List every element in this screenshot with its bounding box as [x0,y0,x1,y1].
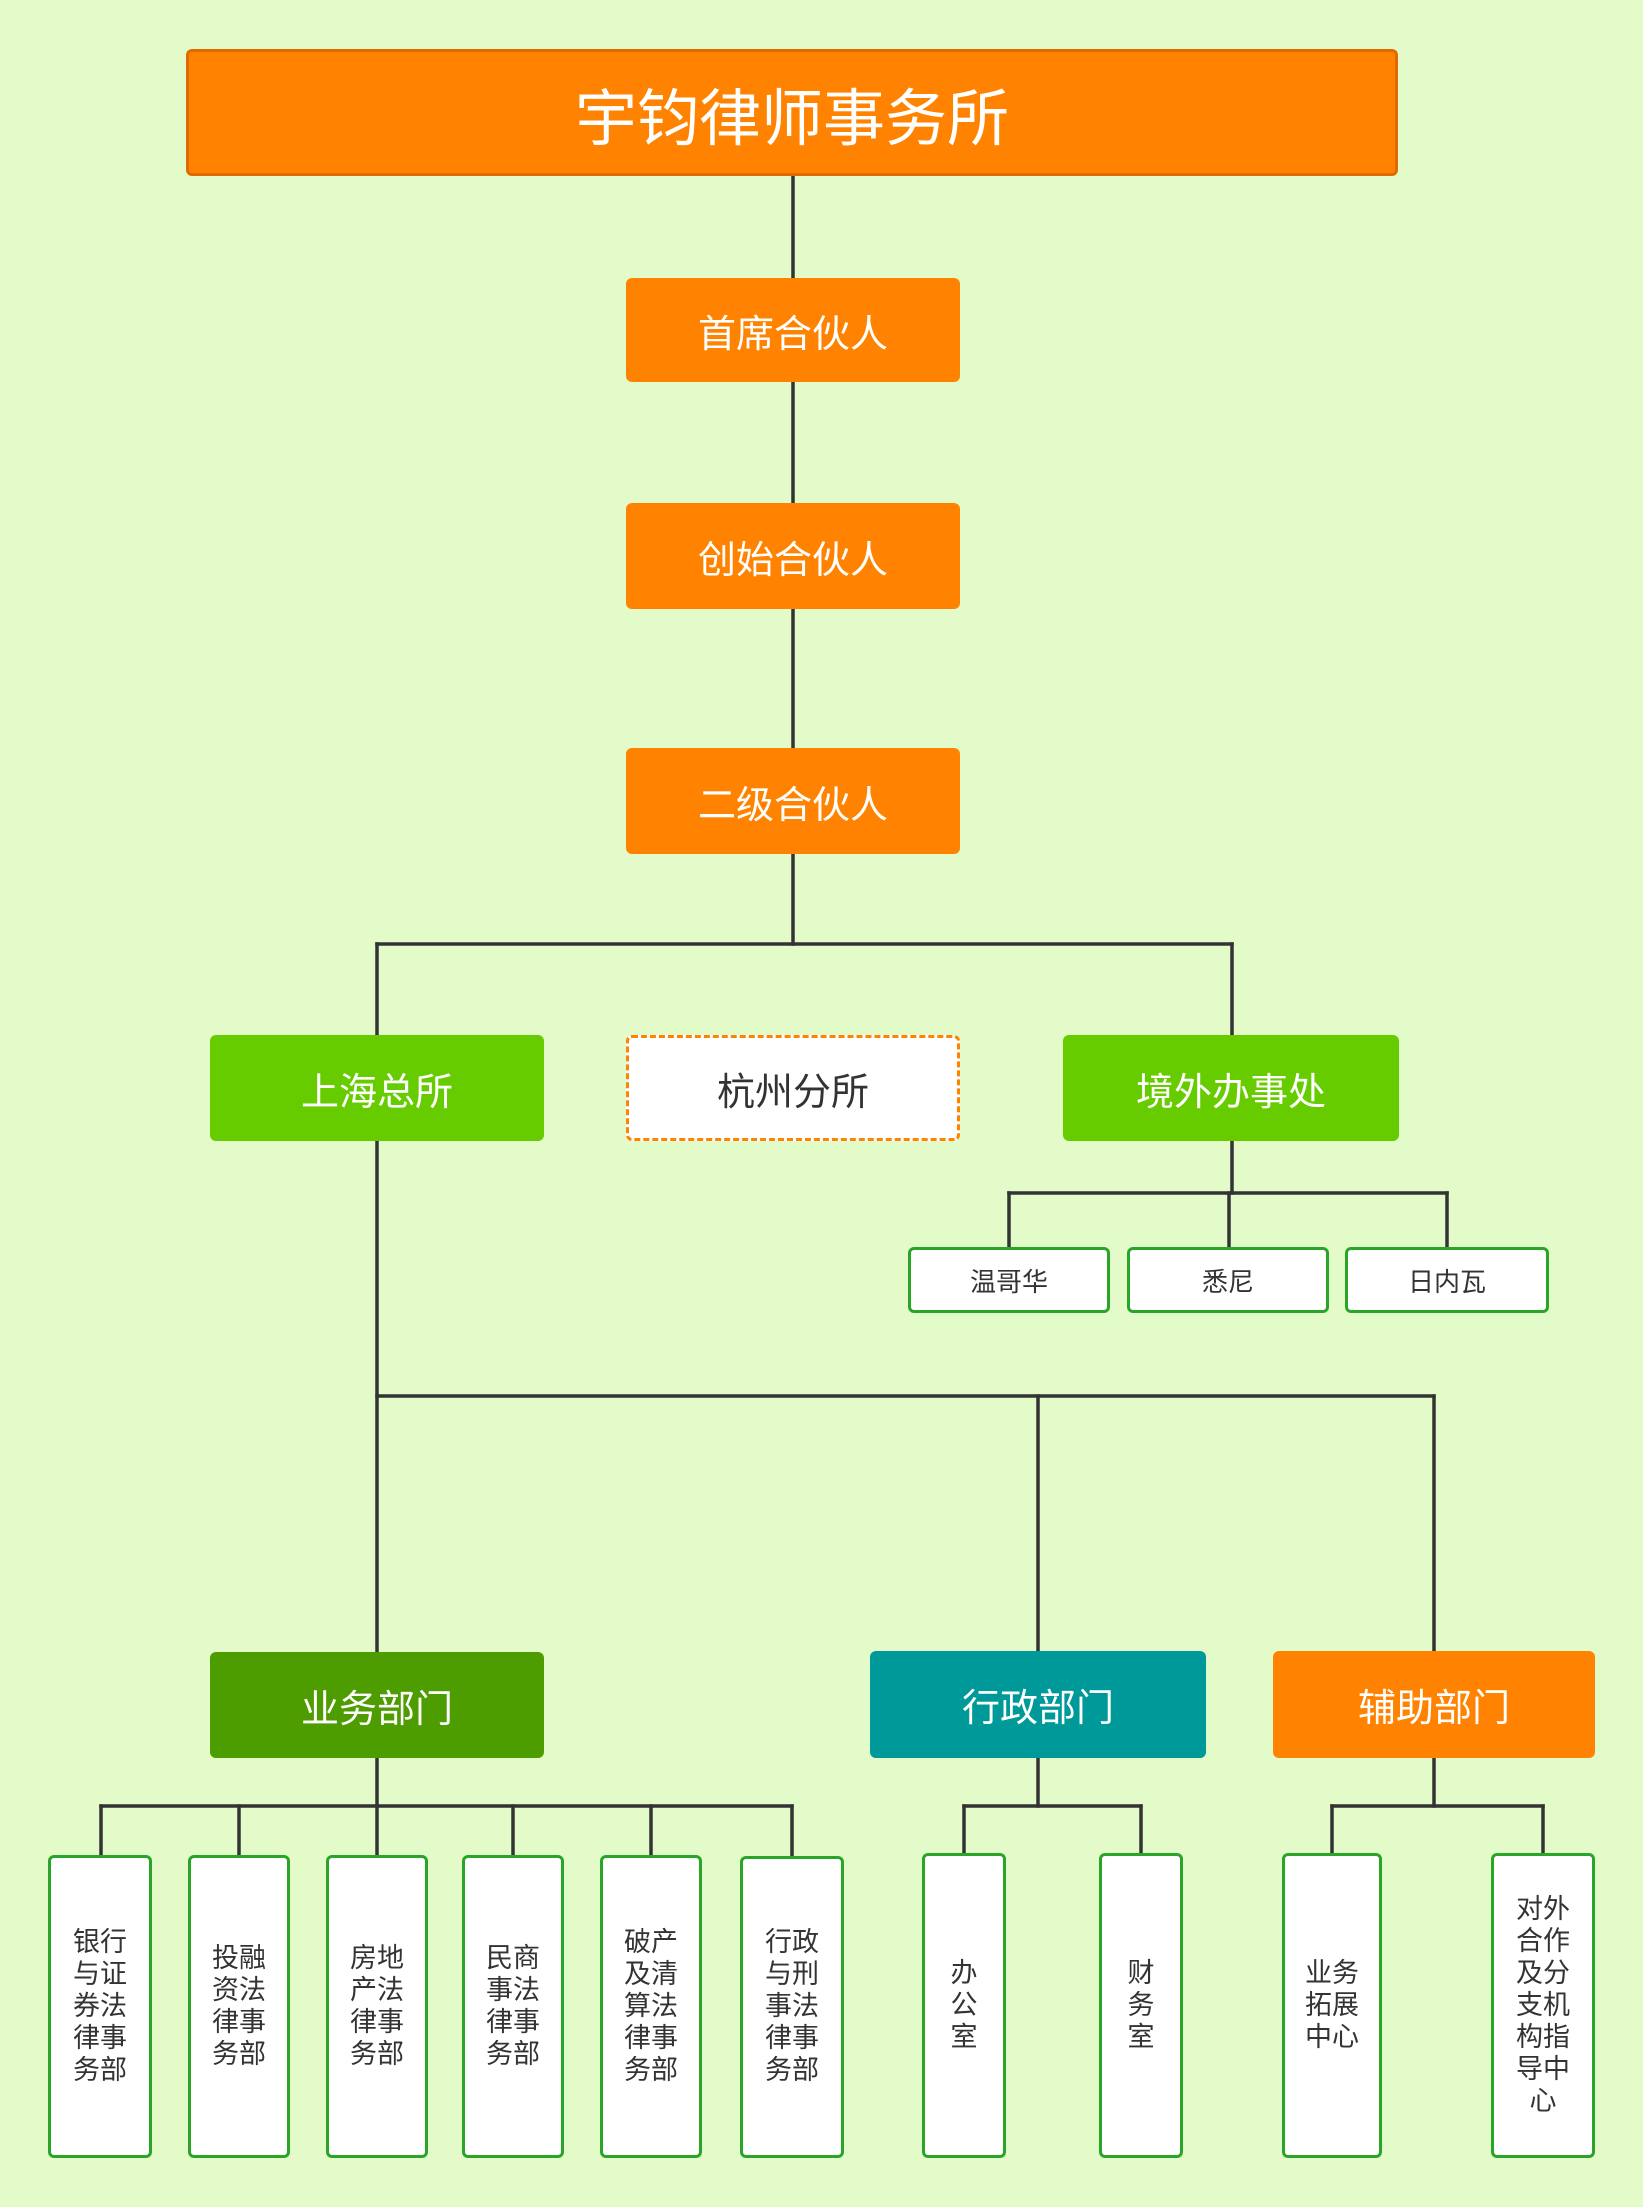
business-unit-real-estate: 房地产法律事务部 [326,1855,428,2158]
business-unit-banking-securities: 银行与证券法律事务部 [48,1855,152,2158]
chief-partner-node: 首席合伙人 [626,278,960,382]
support-unit-business-development: 业务拓展中心 [1282,1853,1382,2158]
city-geneva-node: 日内瓦 [1345,1247,1549,1313]
business-unit-civil-commercial: 民商事法律事务部 [462,1855,564,2158]
founding-partner-node: 创始合伙人 [626,503,960,609]
support-department-node: 辅助部门 [1273,1651,1595,1758]
admin-unit-office: 办公室 [922,1853,1006,2158]
second-level-partner-node: 二级合伙人 [626,748,960,854]
support-unit-external-cooperation: 对外合作及分支机构指导中心 [1491,1853,1595,2158]
city-vancouver-node: 温哥华 [908,1247,1110,1313]
shanghai-office-node: 上海总所 [210,1035,544,1141]
admin-unit-finance: 财务室 [1099,1853,1183,2158]
root-firm-name: 宇钧律师事务所 [186,49,1398,176]
business-unit-investment-financing: 投融资法律事务部 [188,1855,290,2158]
business-department-node: 业务部门 [210,1652,544,1758]
business-unit-administrative-criminal: 行政与刑事法律事务部 [740,1856,844,2158]
business-unit-bankruptcy-liquidation: 破产及清算法律事务部 [600,1855,702,2158]
admin-department-node: 行政部门 [870,1651,1206,1758]
hangzhou-office-node: 杭州分所 [626,1035,960,1141]
city-sydney-node: 悉尼 [1127,1247,1329,1313]
overseas-office-node: 境外办事处 [1063,1035,1399,1141]
